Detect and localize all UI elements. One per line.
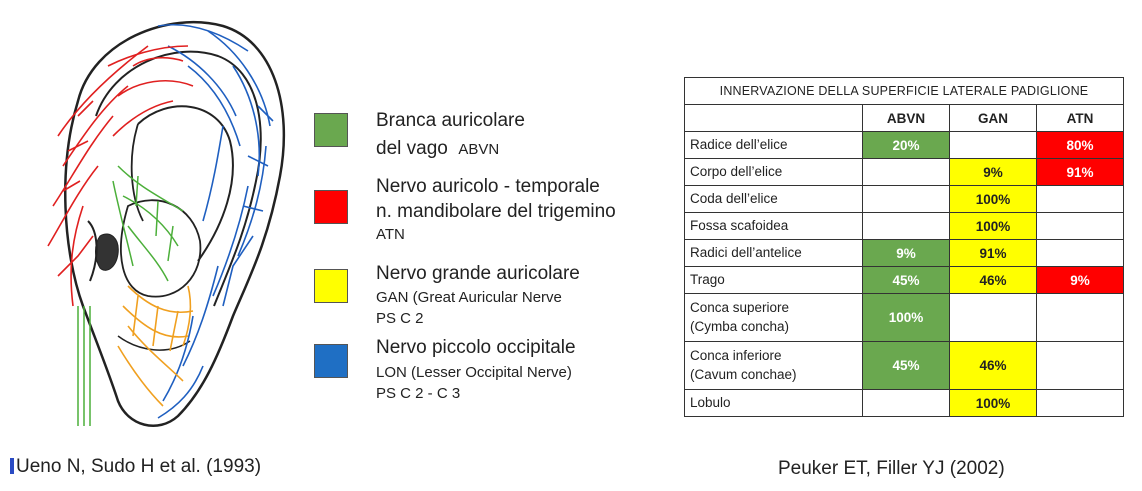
ear-innervation-drawing: [47, 21, 286, 427]
cell-abvn: 45%: [862, 341, 950, 390]
innervation-table: INNERVAZIONE DELLA SUPERFICIE LATERALE P…: [684, 77, 1124, 417]
cell-abvn: 100%: [862, 293, 950, 342]
table-row: Conca inferiore (Cavum conchae) 45%46%: [684, 341, 1124, 390]
row-label-text: Coda dell’elice: [690, 190, 778, 206]
cell-gan: 46%: [949, 341, 1037, 390]
citation-peuker: Peuker ET, Filler YJ (2002): [778, 458, 1005, 479]
cell-abvn: [862, 158, 950, 186]
citation-text: Ueno N, Sudo H et al. (1993): [16, 456, 262, 477]
row-label: Lobulo: [684, 389, 863, 417]
cell-gan: 100%: [949, 185, 1037, 213]
cell-abvn: [862, 389, 950, 417]
legend-abbr: ABVN: [458, 140, 500, 158]
column-header-atn: ATN: [1036, 104, 1124, 132]
cell-atn: [1036, 185, 1124, 213]
table-row: Coda dell’elice 100%: [684, 185, 1124, 213]
table-corner-cell: [684, 104, 863, 132]
row-label-text: Trago: [690, 271, 725, 287]
row-label-text: Lobulo: [690, 394, 731, 410]
cell-gan: 100%: [949, 212, 1037, 240]
legend-abbr: PS C 2: [376, 310, 424, 328]
legend-label: Nervo auricolo - temporale: [376, 176, 600, 197]
row-label: Radice dell’elice: [684, 131, 863, 159]
cell-gan: 9%: [949, 158, 1037, 186]
cell-abvn: [862, 212, 950, 240]
cell-gan: 100%: [949, 389, 1037, 417]
row-label: Fossa scafoidea: [684, 212, 863, 240]
cell-gan: 91%: [949, 239, 1037, 267]
legend-swatch-lon: [314, 344, 348, 378]
legend-swatch-abvn: [314, 113, 348, 147]
cell-abvn: 9%: [862, 239, 950, 267]
legend-abbr: ATN: [376, 225, 405, 243]
table-row: Fossa scafoidea 100%: [684, 212, 1124, 240]
legend-label-line2: n. mandibolare del trigemino: [376, 200, 616, 222]
table-row: Radice dell’elice 20% 80%: [684, 131, 1124, 159]
citation-marker: [10, 458, 14, 474]
table-row: Lobulo 100%: [684, 389, 1124, 417]
table-row: Corpo dell’elice 9%91%: [684, 158, 1124, 186]
table-row: Radici dell’antelice 9%91%: [684, 239, 1124, 267]
row-label-text: Fossa scafoidea: [690, 217, 789, 233]
legend-entry-lon: Nervo piccolo occipitale LON (Lesser Occ…: [376, 337, 576, 402]
cell-abvn: 20%: [862, 131, 950, 159]
row-label: Corpo dell’elice: [684, 158, 863, 186]
legend-label-line2: GAN (Great Auricular Nerve: [376, 288, 562, 306]
legend-label-line2: del vago ABVN: [376, 137, 500, 159]
row-label: Conca inferiore (Cavum conchae): [684, 341, 863, 390]
row-label-text: Conca superiore: [690, 300, 790, 316]
row-label: Conca superiore (Cymba concha): [684, 293, 863, 342]
cell-atn: 9%: [1036, 266, 1124, 294]
cell-atn: [1036, 212, 1124, 240]
legend-swatch-atn: [314, 190, 348, 224]
row-label-text: Corpo dell’elice: [690, 163, 783, 179]
cell-atn: [1036, 341, 1124, 390]
legend-entry-gan: Nervo grande auricolare GAN (Great Auric…: [376, 263, 580, 327]
legend-entry-atn: Nervo auricolo - temporale n. mandibolar…: [376, 176, 616, 243]
cell-atn: [1036, 389, 1124, 417]
row-label-text: Radici dell’antelice: [690, 244, 802, 260]
table-row: Trago 45%46%9%: [684, 266, 1124, 294]
column-header-abvn: ABVN: [862, 104, 950, 132]
row-label-text: Conca inferiore: [690, 348, 782, 364]
legend-entry-abvn: Branca auricolare del vago ABVN: [376, 110, 525, 160]
cell-atn: 80%: [1036, 131, 1124, 159]
citation-ueno: Ueno N, Sudo H et al. (1993): [10, 456, 261, 478]
legend-abbr: PS C 2 - C 3: [376, 385, 461, 403]
cell-abvn: 45%: [862, 266, 950, 294]
row-label-text: Radice dell’elice: [690, 136, 788, 152]
cell-gan: [949, 131, 1037, 159]
legend-swatch-gan: [314, 269, 348, 303]
row-label: Coda dell’elice: [684, 185, 863, 213]
cell-abvn: [862, 185, 950, 213]
column-header-gan: GAN: [949, 104, 1037, 132]
row-label: Radici dell’antelice: [684, 239, 863, 267]
table-row: Conca superiore (Cymba concha) 100%: [684, 293, 1124, 342]
table-title: INNERVAZIONE DELLA SUPERFICIE LATERALE P…: [684, 77, 1124, 105]
legend-label: Nervo grande auricolare: [376, 263, 580, 284]
legend-label: Nervo piccolo occipitale: [376, 337, 576, 358]
cell-gan: [949, 293, 1037, 342]
cell-atn: [1036, 239, 1124, 267]
legend-label-line2: LON (Lesser Occipital Nerve): [376, 363, 572, 381]
cell-atn: [1036, 293, 1124, 342]
row-label: Trago: [684, 266, 863, 294]
cell-atn: 91%: [1036, 158, 1124, 186]
legend-label: Branca auricolare: [376, 110, 525, 131]
cell-gan: 46%: [949, 266, 1037, 294]
row-label-subtext: (Cymba concha): [690, 318, 790, 334]
row-label-subtext: (Cavum conchae): [690, 366, 797, 382]
